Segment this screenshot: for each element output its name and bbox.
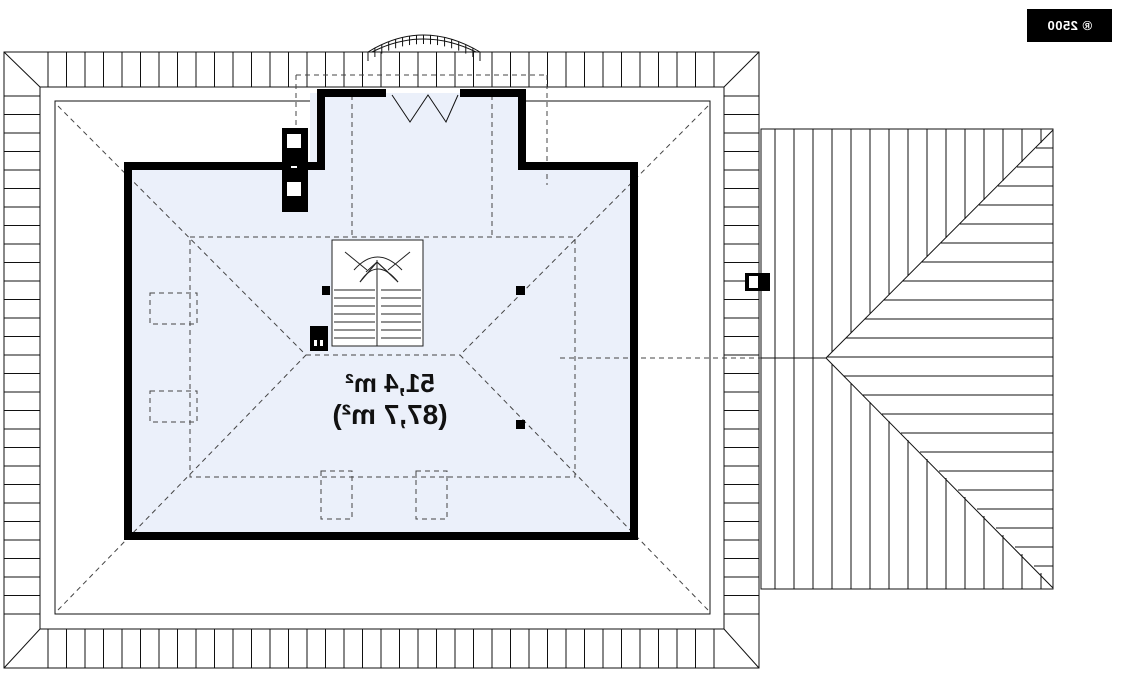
chimney-left [282,128,308,212]
badge-text: ® 2500 [1046,18,1093,33]
eave-tiles-right [724,95,759,615]
entrance-window [391,94,459,124]
post-marker [516,286,525,295]
total-area-label: (87,7 m²) [332,399,448,430]
posts [322,286,525,429]
garage-roof [760,128,1054,590]
copyright-badge: ® 2500 [1027,9,1112,42]
eave-tiles-bottom [47,629,715,668]
usable-area-label: 51,4 m² [345,368,435,398]
chimney-garage [745,273,770,291]
eave-tiles-top [47,52,715,87]
garage-ridge-lines [761,129,1054,589]
area-label: 51,4 m² (87,7 m²) [270,368,510,432]
eave-tiles-left [4,95,40,615]
stove [310,326,328,351]
garage-roof-tiles-horizontal [827,147,1053,567]
bay-arch-tiles [367,35,481,61]
roof-hip-lines [57,74,761,611]
staircase [331,239,424,347]
stair-treads [334,289,421,339]
post-marker [516,420,525,429]
walls [124,89,638,540]
garage-roof-tiles-vertical [774,129,1042,589]
post-marker [322,286,330,295]
